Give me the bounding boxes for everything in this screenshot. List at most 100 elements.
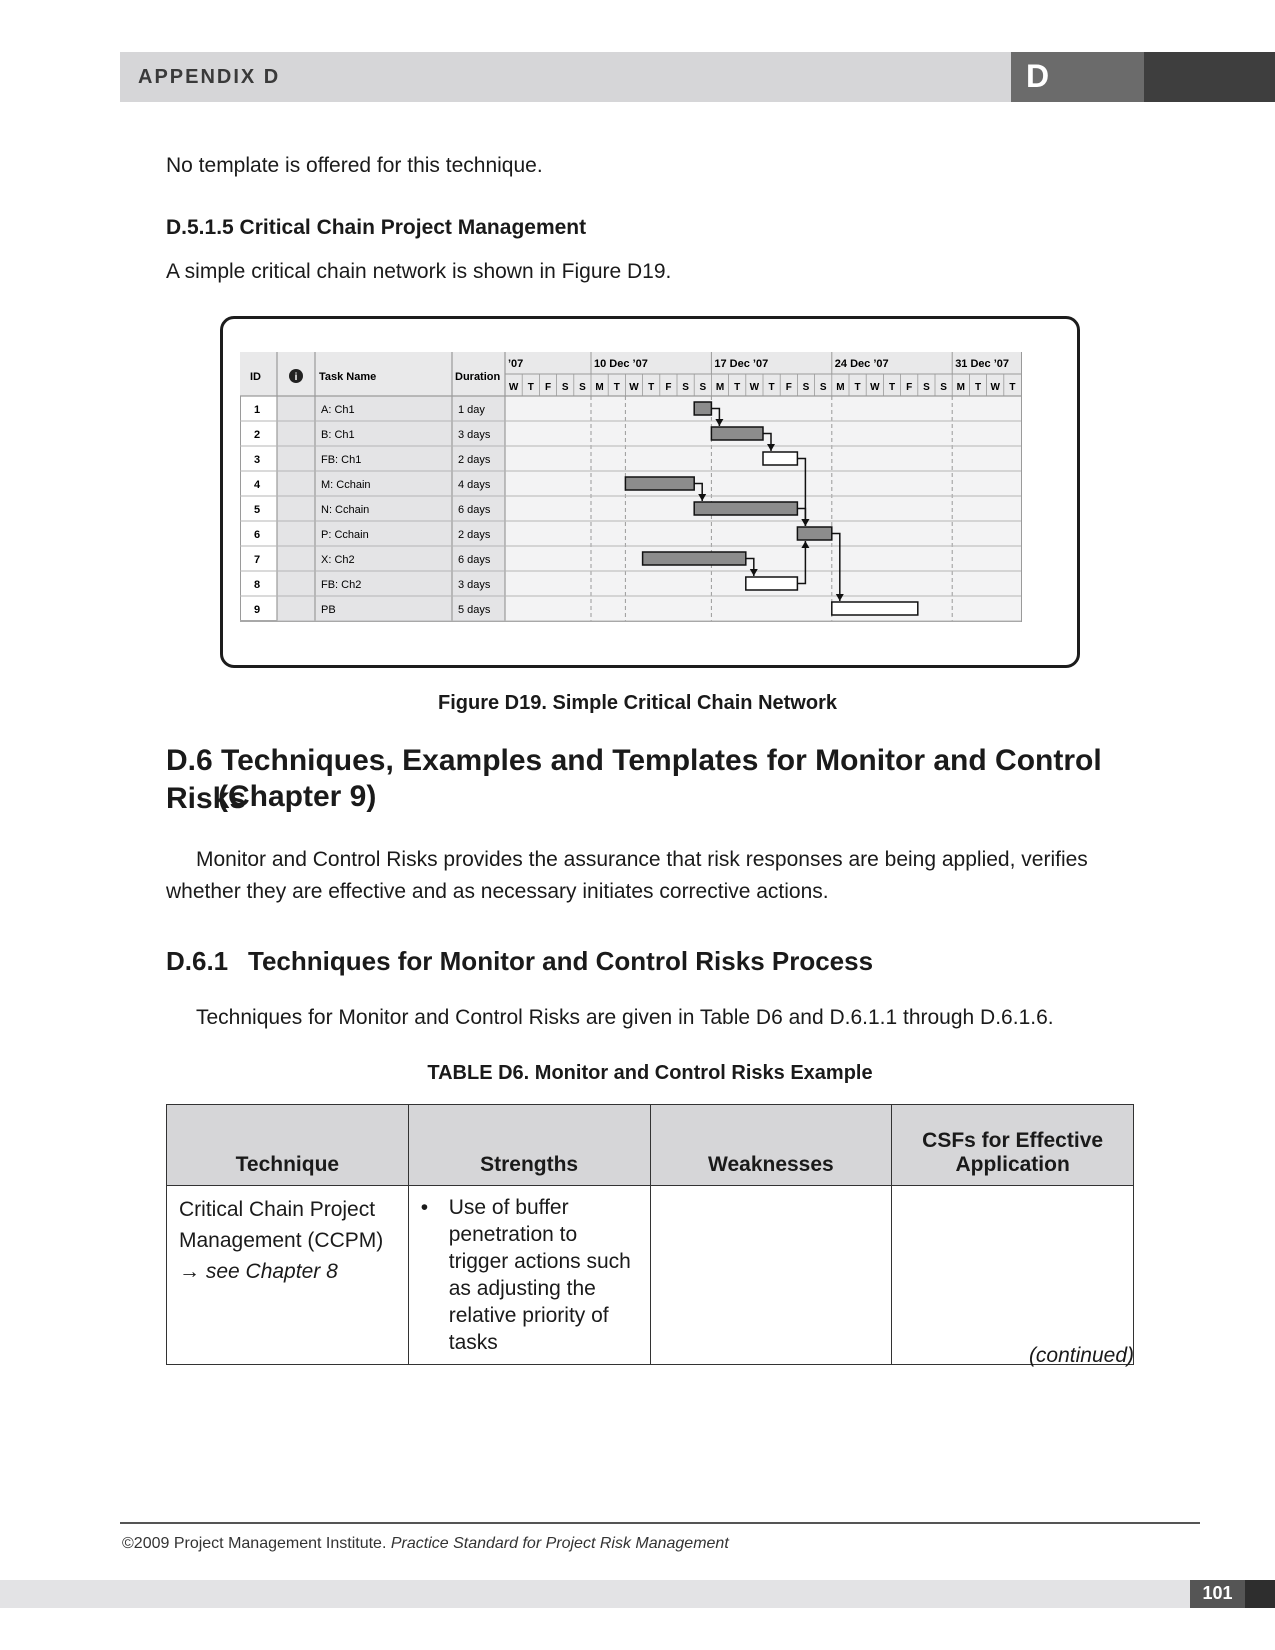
task-name: B: Ch1 bbox=[321, 429, 355, 441]
dependency-arrowhead bbox=[767, 444, 775, 451]
task-duration: 5 days bbox=[458, 604, 491, 616]
task-bar bbox=[693, 501, 799, 516]
week-label: 17 Dec ’07 bbox=[714, 358, 768, 370]
day-letter: W bbox=[750, 382, 760, 393]
task-id: 8 bbox=[254, 579, 260, 591]
task-bar bbox=[710, 426, 764, 441]
task-name: N: Cchain bbox=[321, 504, 369, 516]
task-id: 6 bbox=[254, 529, 260, 541]
column-header-id: ID bbox=[250, 371, 261, 383]
day-letter: M bbox=[595, 382, 603, 393]
day-letter: M bbox=[716, 382, 724, 393]
day-letter: T bbox=[528, 382, 534, 393]
cell-csfs bbox=[891, 1185, 1134, 1365]
task-duration: 4 days bbox=[458, 479, 491, 491]
arrow-icon: → bbox=[179, 1260, 200, 1283]
dependency-link bbox=[797, 541, 807, 585]
dependency-arrowhead bbox=[835, 594, 844, 601]
task-name: A: Ch1 bbox=[321, 404, 355, 416]
continued-note: (continued) bbox=[1028, 1344, 1134, 1367]
task-name: P: Cchain bbox=[321, 529, 369, 541]
table-header-row: Technique Strengths Weaknesses CSFs for … bbox=[166, 1104, 1134, 1186]
cell-technique: Critical Chain Project Management (CCPM)… bbox=[166, 1185, 409, 1365]
day-letter: W bbox=[990, 382, 1000, 393]
day-letter: S bbox=[682, 382, 689, 393]
cell-strengths: • Use of buffer penetration to trigger a… bbox=[407, 1185, 651, 1365]
header-strengths: Strengths bbox=[407, 1104, 651, 1186]
dependency-link bbox=[797, 457, 807, 526]
section-d6-heading: D.6 Techniques, Examples and Templates f… bbox=[166, 744, 1102, 815]
dependency-arrowhead bbox=[801, 541, 810, 548]
copyright-text: ©2009 Project Management Institute. bbox=[122, 1535, 387, 1552]
day-letter: W bbox=[509, 382, 519, 393]
cell-weaknesses bbox=[649, 1185, 893, 1365]
day-letter: F bbox=[545, 382, 551, 393]
page-number-box bbox=[1190, 1580, 1245, 1608]
task-duration: 6 days bbox=[458, 554, 491, 566]
figure-frame bbox=[220, 316, 1080, 668]
day-letter: S bbox=[803, 382, 810, 393]
header-dark-block bbox=[1144, 52, 1275, 102]
section-d61-number: D.6.1 bbox=[166, 946, 229, 976]
section-d515-text: A simple critical chain network is shown… bbox=[166, 260, 672, 283]
task-name: M: Cchain bbox=[321, 479, 371, 491]
header-technique: Technique bbox=[166, 1104, 409, 1186]
section-d6-paragraph: Monitor and Control Risks provides the a… bbox=[166, 848, 1088, 903]
day-letter: T bbox=[889, 382, 895, 393]
footer-dark-block bbox=[1245, 1580, 1275, 1608]
intro-paragraph: No template is offered for this techniqu… bbox=[166, 154, 543, 177]
dependency-arrowhead bbox=[749, 569, 758, 576]
day-letter: T bbox=[855, 382, 861, 393]
day-letter: S bbox=[820, 382, 827, 393]
technique-ref-text: see Chapter 8 bbox=[205, 1260, 338, 1283]
day-letter: T bbox=[614, 382, 620, 393]
dependency-arrowhead bbox=[715, 419, 724, 426]
task-duration: 1 day bbox=[458, 404, 485, 416]
task-duration: 2 days bbox=[458, 454, 491, 466]
week-label: ’07 bbox=[508, 358, 523, 370]
section-d61-paragraph: Techniques for Monitor and Control Risks… bbox=[196, 1006, 1054, 1029]
task-id: 1 bbox=[254, 404, 260, 416]
task-bar bbox=[745, 576, 799, 591]
appendix-letter: D bbox=[1026, 58, 1050, 94]
appendix-label: APPENDIX D bbox=[138, 66, 281, 88]
technique-name: Critical Chain Project Management (CCPM) bbox=[179, 1198, 384, 1252]
task-id: 4 bbox=[254, 479, 261, 491]
task-name: FB: Ch2 bbox=[321, 579, 361, 591]
day-letter: S bbox=[579, 382, 586, 393]
day-letter: S bbox=[940, 382, 947, 393]
info-icon bbox=[289, 369, 303, 383]
section-d61-heading: Techniques for Monitor and Control Risks… bbox=[248, 946, 874, 976]
section-d515-heading: D.5.1.5 Critical Chain Project Managemen… bbox=[166, 216, 587, 239]
risk-techniques-table: Technique Strengths Weaknesses CSFs for … bbox=[166, 1104, 1134, 1365]
task-duration: 2 days bbox=[458, 529, 491, 541]
task-duration: 6 days bbox=[458, 504, 491, 516]
day-letter: T bbox=[975, 382, 981, 393]
day-letter: T bbox=[1009, 382, 1015, 393]
day-letter: F bbox=[786, 382, 792, 393]
week-label: 31 Dec ’07 bbox=[955, 358, 1009, 370]
task-bar bbox=[762, 451, 799, 466]
dependency-link bbox=[831, 532, 841, 601]
week-label: 24 Dec ’07 bbox=[835, 358, 889, 370]
task-bar bbox=[641, 551, 747, 566]
day-letter: M bbox=[957, 382, 965, 393]
header-csfs: CSFs for Effective Application bbox=[891, 1104, 1134, 1186]
footer-copyright: ©2009 Project Management Institute. Prac… bbox=[122, 1535, 729, 1553]
task-id: 7 bbox=[254, 554, 260, 566]
column-header-task-name: Task Name bbox=[319, 371, 376, 383]
day-letter: T bbox=[769, 382, 775, 393]
task-bar bbox=[693, 401, 713, 416]
week-label: 10 Dec ’07 bbox=[594, 358, 648, 370]
task-bar bbox=[624, 476, 695, 491]
footer-rule bbox=[120, 1522, 1200, 1524]
info-icon-glyph: i bbox=[295, 372, 298, 383]
appendix-letter-box bbox=[1011, 52, 1144, 102]
day-letter: T bbox=[648, 382, 654, 393]
task-bar bbox=[796, 526, 833, 541]
technique-reference: → see Chapter 8 bbox=[179, 1256, 396, 1287]
page-number: 101 bbox=[1202, 1583, 1233, 1603]
dependency-arrowhead bbox=[698, 494, 707, 501]
task-duration: 3 days bbox=[458, 579, 491, 591]
task-id: 5 bbox=[254, 504, 260, 516]
